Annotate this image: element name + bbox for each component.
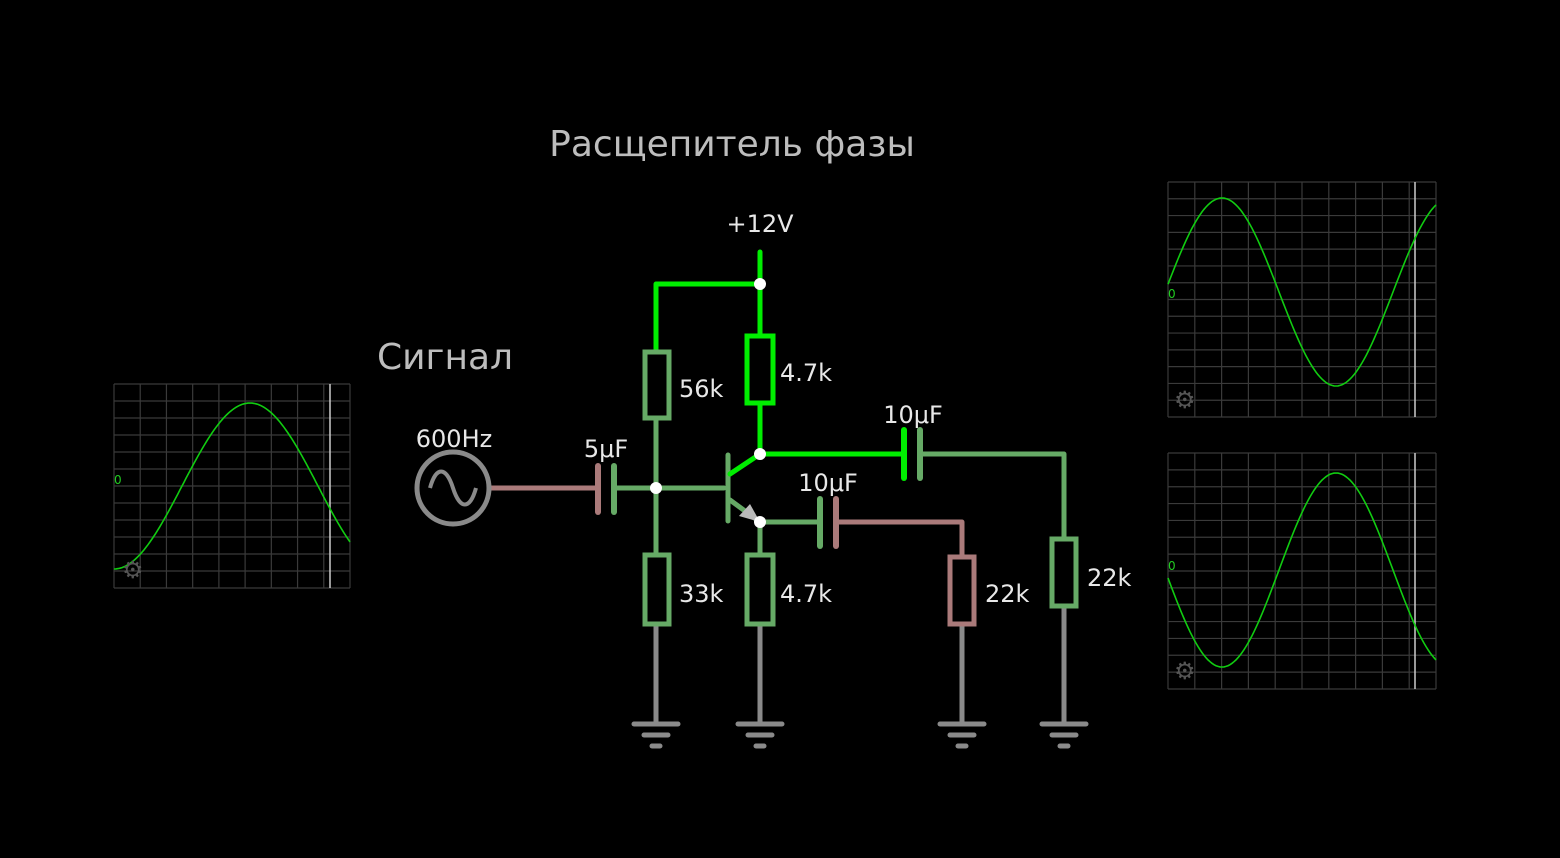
- junction-dot: [754, 516, 766, 528]
- sine-wave-icon: [428, 469, 478, 507]
- scope-trace: [1167, 197, 1437, 387]
- scope-collector[interactable]: 0 ⚙: [1167, 181, 1437, 418]
- resistor-56k[interactable]: [642, 349, 672, 421]
- c-collector-label: 10μF: [883, 401, 943, 429]
- c-emitter-label: 10μF: [798, 469, 858, 497]
- circuit-title: Расщепитель фазы: [549, 124, 915, 165]
- wire-top-rail[interactable]: [653, 281, 763, 353]
- scope-input[interactable]: 0 ⚙: [113, 383, 351, 589]
- resistor-emitter[interactable]: [744, 552, 776, 627]
- junction-dot: [754, 278, 766, 290]
- r-emitter-label: 4.7k: [780, 580, 832, 608]
- resistor-33k[interactable]: [642, 552, 672, 627]
- source-frequency-label: 600Hz: [416, 425, 492, 453]
- junction-dot: [650, 482, 662, 494]
- r-load-emitter-label: 22k: [985, 580, 1030, 608]
- resistor-22k-collector-load[interactable]: [1049, 536, 1079, 609]
- resistor-collector[interactable]: [744, 333, 776, 406]
- signal-label: Сигнал: [377, 337, 513, 378]
- gear-icon[interactable]: ⚙: [122, 556, 144, 584]
- emitter-arrow-icon: [739, 504, 760, 522]
- scope-trace: [1167, 472, 1437, 668]
- ground-symbol: [1039, 721, 1089, 749]
- resistor-22k-emitter-load[interactable]: [947, 554, 977, 627]
- scope-zero-label: 0: [1168, 287, 1176, 301]
- wire-emitter-out[interactable]: [833, 519, 965, 558]
- scope-trace: [113, 402, 351, 570]
- supply-label: +12V: [726, 210, 794, 238]
- r-bias-top-label: 56k: [679, 375, 724, 403]
- ac-source[interactable]: [414, 449, 492, 527]
- ground-symbol: [735, 721, 785, 749]
- wire-collector[interactable]: [757, 400, 905, 457]
- r-load-collector-label: 22k: [1087, 564, 1132, 592]
- gear-icon[interactable]: ⚙: [1174, 657, 1196, 685]
- scope-emitter[interactable]: 0 ⚙: [1167, 452, 1437, 690]
- ground-symbol: [937, 721, 987, 749]
- junction-dot: [754, 448, 766, 460]
- scope-zero-label: 0: [114, 473, 122, 487]
- r-bias-bottom-label: 33k: [679, 580, 724, 608]
- c-input-label: 5μF: [584, 435, 628, 463]
- r-collector-label: 4.7k: [780, 359, 832, 387]
- scope-zero-label: 0: [1168, 559, 1176, 573]
- gear-icon[interactable]: ⚙: [1174, 386, 1196, 414]
- ground-symbol: [631, 721, 681, 749]
- wire-collector-out[interactable]: [917, 451, 1067, 540]
